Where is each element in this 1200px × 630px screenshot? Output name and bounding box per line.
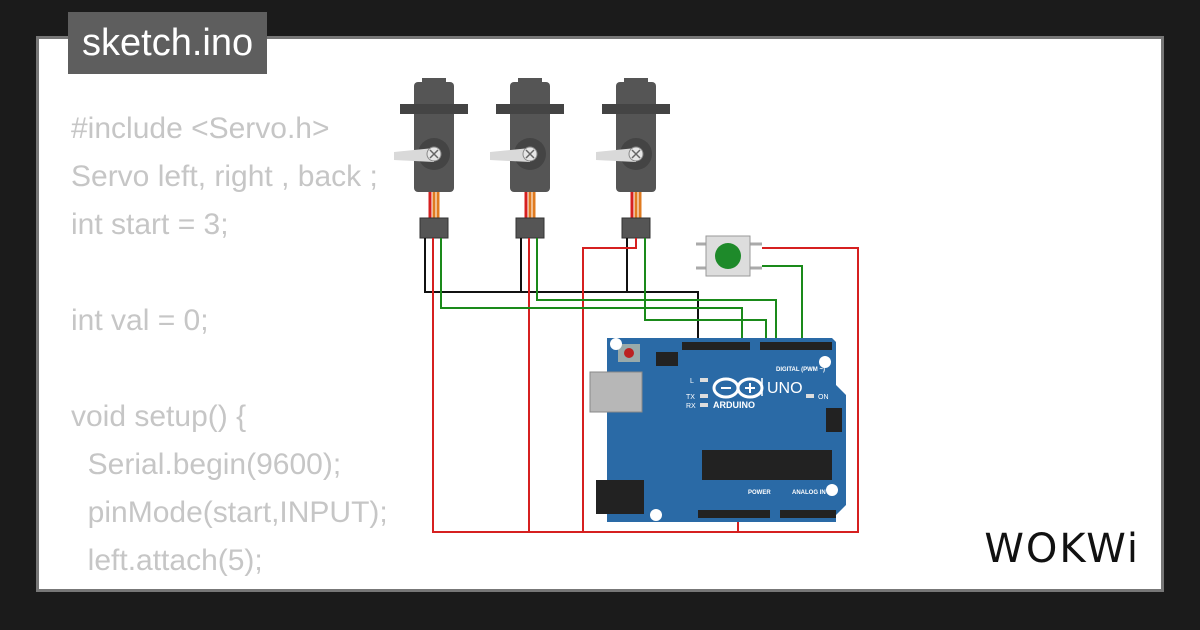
code-line: #include <Servo.h> bbox=[71, 112, 330, 145]
arduino-uno-board[interactable]: UNO ARDUINO DIGITAL (PWM ~) POWER ANALOG… bbox=[589, 338, 846, 522]
wires bbox=[424, 238, 859, 533]
code-line: int val = 0; bbox=[71, 304, 209, 337]
file-tab-label: sketch.ino bbox=[82, 22, 254, 64]
code-line: int start = 3; bbox=[71, 208, 229, 241]
tx-led-label: TX bbox=[686, 394, 695, 401]
code-line: left.attach(5); bbox=[71, 544, 263, 577]
rx-led-label: RX bbox=[686, 403, 696, 410]
board-model: UNO bbox=[767, 380, 803, 397]
servo-back[interactable] bbox=[596, 78, 670, 239]
code-line: Servo left, right , back ; bbox=[71, 160, 378, 193]
code-line: pinMode(start,INPUT); bbox=[71, 496, 388, 529]
board-brand: ARDUINO bbox=[713, 400, 755, 410]
digital-label: DIGITAL (PWM ~) bbox=[776, 367, 825, 373]
code-line: Serial.begin(9600); bbox=[71, 448, 342, 481]
power-label: POWER bbox=[748, 490, 771, 496]
analog-label: ANALOG IN bbox=[792, 490, 826, 496]
servo-right[interactable] bbox=[490, 78, 564, 239]
servo-left[interactable] bbox=[394, 78, 468, 239]
code-line: void setup() { bbox=[71, 400, 247, 433]
pushbutton[interactable] bbox=[696, 235, 762, 277]
on-label: ON bbox=[818, 394, 829, 401]
file-tab[interactable]: sketch.ino bbox=[68, 12, 268, 74]
wokwi-logo: WOKWi bbox=[984, 526, 1140, 572]
l-led-label: L bbox=[690, 378, 694, 385]
code-preview: #include <Servo.h> Servo left, right , ba… bbox=[71, 105, 388, 589]
